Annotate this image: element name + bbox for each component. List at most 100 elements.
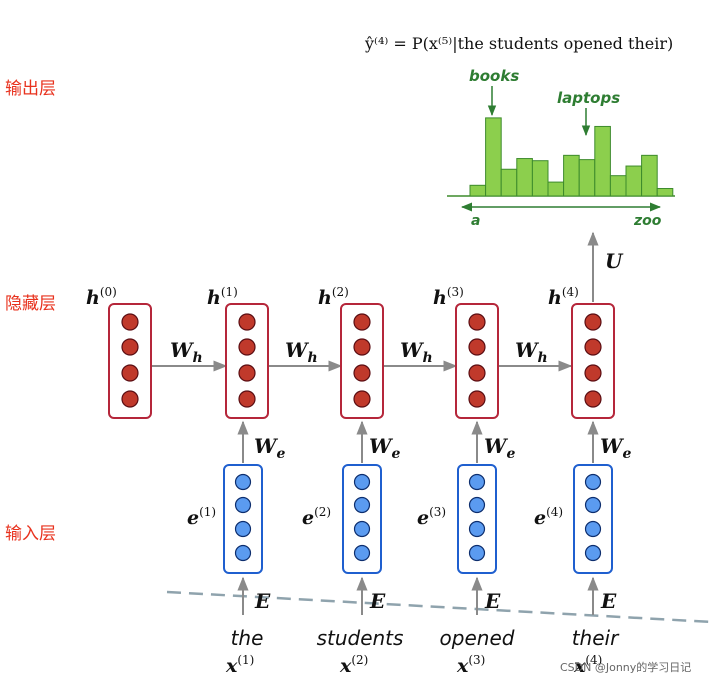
embedding-2 [342,464,382,574]
output-equation: ŷ⁽⁴⁾ = P(x⁽⁵⁾|the students opened their) [364,34,673,53]
laptops-annotation: laptops [557,89,620,107]
e-symbol: e [534,507,546,529]
e-superscript: (1) [199,505,216,519]
we-label-2: We [369,434,400,462]
wh-subscript: h [192,350,202,366]
input-word-1: the [231,626,264,650]
e-weight-label-4: E [600,589,617,613]
histogram-bar [469,184,487,197]
embedding-neuron [468,544,486,562]
axis-start-label: a [471,213,480,229]
hidden-neuron [584,364,602,382]
embedding-label-2: e(2) [302,505,331,529]
hidden-state-box [225,303,269,419]
hidden-label-4: h(4) [548,285,579,309]
h-symbol: h [433,287,447,309]
input-layer-label: 输入层 [5,524,56,544]
histogram-bar [578,159,596,197]
watermark: CSDN @Jonny的学习日记 [560,660,691,674]
input-vector-labels: x(1) x(2) x(3) x(4) [225,653,602,677]
hidden-neuron [353,390,371,408]
h-superscript: (3) [447,285,464,299]
we-subscript: e [391,446,400,462]
output-distribution: a zoo books laptops [447,67,675,229]
e-symbol: e [302,507,314,529]
hidden-neuron [353,338,371,356]
hidden-neuron [121,364,139,382]
histogram-bar [531,160,549,197]
e-superscript: (3) [429,505,446,519]
input-word-2: students [317,626,404,650]
x-symbol: x [225,655,238,677]
hidden-neuron [121,313,139,331]
embedding-box [223,464,263,574]
input-to-embedding-connections: E E E E [237,576,617,615]
we-symbol: W [484,434,509,458]
wh-symbol: W [515,338,540,362]
we-subscript: e [276,446,285,462]
hidden-neuron [238,313,256,331]
hidden-neuron [238,390,256,408]
embedding-label-4: e(4) [534,505,563,529]
input-separator-dashed-line [166,590,713,624]
we-label-4: We [600,434,631,462]
hidden-neuron [238,338,256,356]
x-superscript: (1) [237,653,254,667]
hidden-neuron [353,313,371,331]
histogram-bar [594,125,611,197]
input-vector-label-2: x(2) [339,653,368,677]
we-label-3: We [484,434,515,462]
h-superscript: (2) [332,285,349,299]
h-superscript: (4) [562,285,579,299]
embedding-box [457,464,497,574]
hidden-neuron [468,390,486,408]
hidden-label-2: h(2) [318,285,349,309]
embedding-1 [223,464,263,574]
hidden-neuron [468,313,486,331]
embedding-to-hidden-connections: We We We We [237,420,631,463]
histogram-bar [656,188,674,197]
hidden-state-3 [455,303,499,419]
e-symbol: e [417,507,429,529]
hidden-state-box [455,303,499,419]
wh-label-3: Wh [515,338,548,366]
histogram-bar [609,175,627,197]
h-superscript: (1) [221,285,238,299]
input-word-4: their [572,626,620,650]
histogram-bar [485,117,502,197]
hidden-state-box [108,303,152,419]
h-symbol: h [207,287,221,309]
embedding-neuron [234,496,252,514]
e-weight-label-2: E [369,589,386,613]
e-weight-label-3: E [484,589,501,613]
h-symbol: h [318,287,332,309]
hidden-neuron [353,364,371,382]
hidden-state-4 [571,303,615,419]
h-symbol: h [86,287,100,309]
x-superscript: (3) [468,653,485,667]
hidden-state-box [571,303,615,419]
wh-subscript: h [537,350,547,366]
e-weight-label-1: E [254,589,271,613]
hidden-state-0 [108,303,152,419]
embedding-neuron [234,473,252,491]
x-superscript: (2) [351,653,368,667]
e-superscript: (2) [314,505,331,519]
embedding-neuron [353,520,371,538]
input-vector-label-3: x(3) [456,653,485,677]
h-superscript: (0) [100,285,117,299]
embedding-neuron [353,496,371,514]
embedding-labels: e(1) e(2) e(3) e(4) [187,505,563,529]
e-symbol: e [187,507,199,529]
hidden-neuron [584,390,602,408]
wh-subscript: h [307,350,317,366]
axis-end-label: zoo [633,213,662,229]
embedding-label-3: e(3) [417,505,446,529]
embedding-box [573,464,613,574]
histogram-bar [547,181,565,197]
hidden-label-3: h(3) [433,285,464,309]
hidden-neuron [584,338,602,356]
embedding-neuron [584,473,602,491]
hidden-neuron [121,390,139,408]
wh-label-1: Wh [285,338,318,366]
